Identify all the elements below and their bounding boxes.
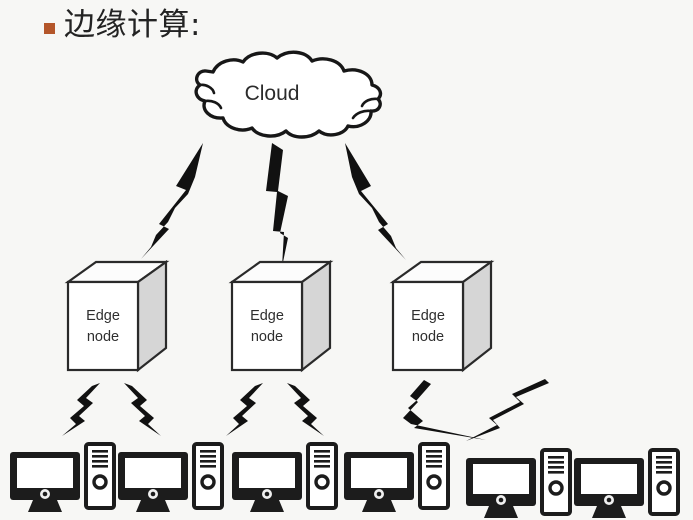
lightning-bolt-icon-device-6 [466,379,549,441]
edge-node-label-2-line2: node [251,329,283,345]
cloud-label: Cloud [244,82,300,105]
edge-node-label-1-line2: node [87,329,119,345]
cloud-icon [194,50,383,139]
edge-node-label-1-line1: Edge [86,308,120,324]
desktop-computer-icon-5[interactable] [466,448,572,518]
edge-node-label-2-line1: Edge [250,308,284,324]
lightning-bolt-icon-cloud-middle [266,143,288,267]
edge-node-label-3-line2: node [412,329,444,345]
cloud-label-group: Cloud [163,58,381,143]
desktop-computer-icon-4[interactable] [344,442,450,512]
desktop-computer-icon-3[interactable] [232,442,338,512]
lightning-bolt-icon-cloud-right [345,143,406,260]
edge-node-label-3-line1: Edge [411,308,445,324]
lightning-bolt-icon-device-2 [124,383,161,436]
lightning-bolt-icon-device-5 [403,380,486,440]
square-bullet-icon [44,23,55,35]
edge-node-box-3[interactable]: Edge node [389,259,495,373]
page-title: 边缘计算: [44,7,201,44]
desktop-computer-icon-2[interactable] [118,442,224,512]
edge-node-box-1[interactable]: Edge node [64,259,170,373]
lightning-bolt-icon-cloud-left [141,143,203,259]
desktop-computer-icon-1[interactable] [10,442,116,512]
desktop-computer-icon-6[interactable] [574,448,680,518]
page-title-label: 边缘计算: [64,7,201,43]
lightning-bolt-icon-device-1 [62,383,100,436]
lightning-bolt-icon-device-4 [287,383,324,436]
lightning-bolt-icon-device-3 [226,383,263,436]
edge-node-box-2[interactable]: Edge node [228,259,334,373]
